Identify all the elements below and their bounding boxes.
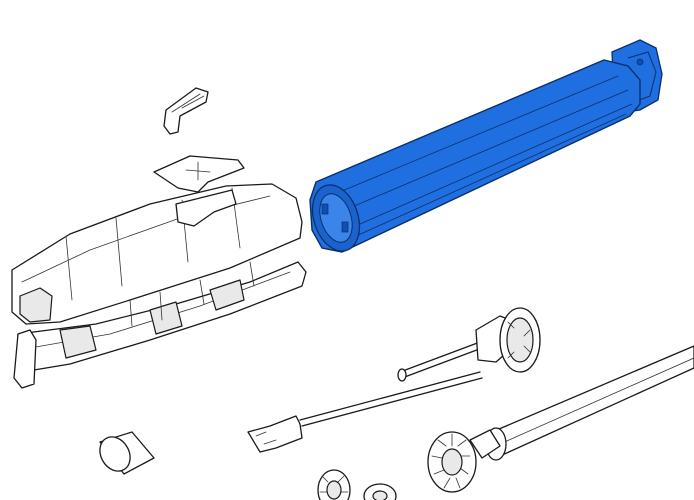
long-shaft-part [247, 371, 483, 453]
crown-gear-part [427, 431, 477, 493]
cylinder-plug-part [99, 431, 155, 475]
drive-tube-part [469, 345, 694, 461]
tube-body [309, 59, 641, 253]
pinion-gear-part [363, 483, 397, 500]
key-clip-part [163, 87, 209, 135]
small-gear-part [317, 469, 351, 500]
highlighted-tube-part[interactable] [305, 39, 663, 257]
main-housing-part [11, 183, 307, 389]
lid-tab-part [153, 155, 245, 193]
rod-with-head-part [397, 307, 541, 382]
